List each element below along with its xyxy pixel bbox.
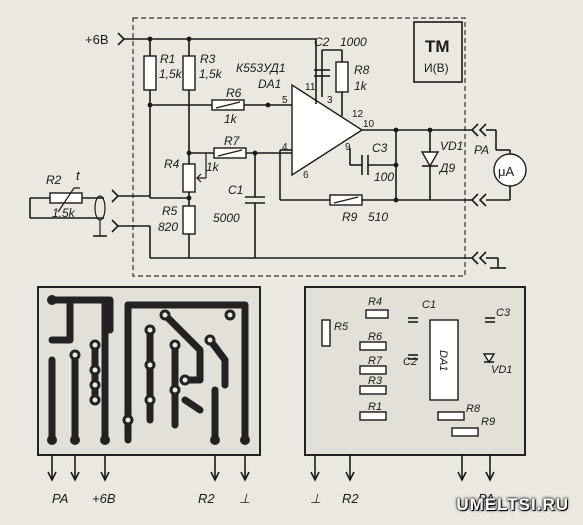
pin-10: 10 bbox=[363, 119, 375, 130]
pcb-r7: R7 bbox=[368, 355, 383, 367]
ic-ref: DA1 bbox=[258, 77, 281, 91]
pcb-left-label-supply: +6В bbox=[92, 491, 116, 506]
r3-value: 1,5k bbox=[199, 67, 223, 81]
pcb-right-label-pa: PA bbox=[478, 491, 494, 506]
pcb-r4: R4 bbox=[368, 296, 382, 308]
r8-value: 1k bbox=[354, 79, 368, 93]
pcb-c3: C3 bbox=[496, 307, 511, 319]
pcb-left-label-pa: PA bbox=[52, 491, 68, 506]
r8-ref: R8 bbox=[354, 63, 370, 77]
pcb-left-label-ground: ⊥ bbox=[239, 491, 250, 506]
r3-ref: R3 bbox=[200, 52, 216, 66]
r4-resistor bbox=[182, 163, 196, 193]
pcb-r8: R8 bbox=[466, 403, 481, 415]
tm-sublabel: И(В) bbox=[424, 61, 449, 75]
pcb-c1: C1 bbox=[422, 299, 436, 311]
vd1-value: Д9 bbox=[438, 161, 455, 175]
watermark: UMELTSI.RU bbox=[456, 495, 569, 514]
pcb-r3: R3 bbox=[368, 375, 383, 387]
pcb-track-side: PA +6В R2 ⊥ bbox=[37, 286, 261, 506]
r5-resistor bbox=[182, 205, 196, 235]
pin-9: 9 bbox=[345, 142, 351, 153]
vd1-ref: VD1 bbox=[440, 139, 463, 153]
c3-value: 100 bbox=[374, 170, 394, 184]
pcb-right-label-ground: ⊥ bbox=[310, 491, 321, 506]
pcb-vd1: VD1 bbox=[491, 364, 512, 376]
tm-label: ТМ bbox=[425, 37, 450, 56]
ic-type: К553УД1 bbox=[236, 61, 286, 75]
pcb-r5: R5 bbox=[334, 321, 349, 333]
supply-terminal bbox=[117, 32, 126, 46]
pin-4: 4 bbox=[282, 142, 288, 153]
r6-ref: R6 bbox=[226, 86, 242, 100]
r5-ref: R5 bbox=[162, 204, 178, 218]
r9-value: 510 bbox=[368, 210, 388, 224]
opamp-da1 bbox=[291, 83, 364, 177]
pin-12: 12 bbox=[352, 109, 364, 120]
pcb-r6: R6 bbox=[368, 331, 383, 343]
r1-resistor bbox=[143, 55, 157, 91]
r2-thermistor bbox=[49, 192, 83, 204]
r9-ref: R9 bbox=[342, 210, 358, 224]
pcb-c2: C2 bbox=[403, 356, 417, 368]
supply-label: +6В bbox=[85, 32, 109, 47]
pcb-right-label-r2: R2 bbox=[342, 491, 359, 506]
r2-cable-shield bbox=[94, 195, 106, 221]
pcb-right-board bbox=[304, 286, 526, 456]
r2-input-terminal bbox=[111, 189, 120, 203]
enclosure-border bbox=[132, 17, 466, 277]
r4-wiper bbox=[196, 173, 206, 183]
pcb-r1: R1 bbox=[368, 401, 382, 413]
pa-meter bbox=[493, 153, 527, 187]
pcb-da1-chip bbox=[429, 319, 459, 401]
pcb-da1: DA1 bbox=[437, 350, 449, 371]
pcb-component-side: R4 C1 R5 R6 R7 C2 DA1 R3 R1 R8 R9 bbox=[304, 286, 526, 506]
r8-resistor bbox=[335, 61, 349, 93]
r7-ref: R7 bbox=[224, 134, 241, 148]
tm-box bbox=[413, 21, 463, 83]
r5-value: 820 bbox=[158, 220, 178, 234]
c2-value: 1000 bbox=[340, 35, 367, 49]
pa-ref: PA bbox=[474, 143, 489, 157]
c1-ref: C1 bbox=[228, 183, 243, 197]
c3-ref: C3 bbox=[372, 141, 388, 155]
r4-ref: R4 bbox=[164, 157, 180, 171]
schematic: ТМ И(В) +6В R1 1,5k R3 1,5k R6 1k bbox=[29, 17, 527, 277]
r2-value: 1,5k bbox=[52, 206, 76, 220]
pin-11: 11 bbox=[305, 82, 316, 93]
pin-3: 3 bbox=[327, 95, 333, 106]
pcb-left-label-r2: R2 bbox=[198, 491, 215, 506]
pa-symbol: μA bbox=[498, 164, 514, 179]
r7-value: 1k bbox=[206, 160, 220, 174]
pcb-r9: R9 bbox=[481, 416, 495, 428]
r3-resistor bbox=[182, 55, 196, 91]
r1-value: 1,5k bbox=[159, 67, 183, 81]
r2-ref: R2 bbox=[46, 173, 62, 187]
pin-5: 5 bbox=[282, 95, 288, 106]
vd1-diode bbox=[420, 151, 440, 168]
r6-value: 1k bbox=[224, 112, 238, 126]
c1-value: 5000 bbox=[213, 211, 240, 225]
r1-ref: R1 bbox=[160, 52, 175, 66]
r2-t-symbol: t bbox=[76, 168, 81, 183]
pin-6: 6 bbox=[303, 170, 309, 181]
c2-ref: C2 bbox=[314, 35, 330, 49]
